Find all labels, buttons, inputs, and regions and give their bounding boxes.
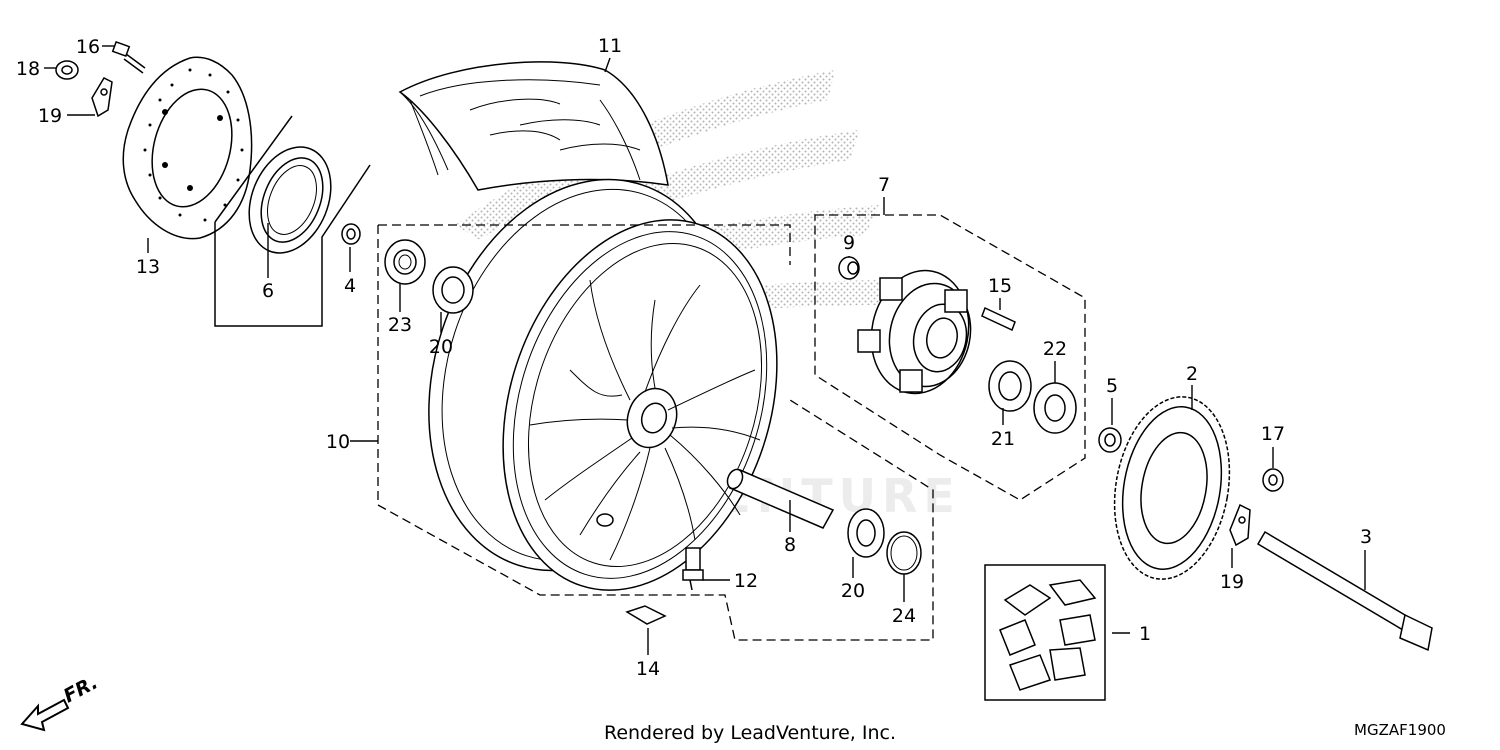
bracket-19-left [91, 77, 113, 118]
balance-weight-14 [625, 605, 667, 625]
hub-7 [857, 269, 972, 395]
tire [398, 61, 669, 191]
part-label-23: 23 [388, 314, 412, 336]
part-label-24: 24 [892, 605, 916, 627]
part-label-12: 12 [734, 570, 758, 592]
part-label-2: 2 [1186, 363, 1198, 385]
axle-3 [1256, 530, 1433, 652]
diagram-code: MGZAF1900 [1354, 721, 1446, 739]
seal-6 [248, 146, 332, 254]
valve-12 [682, 547, 704, 591]
damper-rubber-1 [999, 579, 1097, 691]
nut-17 [1262, 468, 1284, 492]
bearing-21 [988, 360, 1032, 412]
part-label-13: 13 [136, 256, 160, 278]
part-number-labels: 1 2 3 4 5 6 7 8 9 10 11 12 13 14 15 16 1… [16, 35, 1372, 680]
collar-5 [1098, 427, 1122, 453]
bearing-23 [384, 239, 426, 285]
part-label-20-lower: 20 [841, 580, 865, 602]
damper-group-box [984, 564, 1106, 701]
part-label-6: 6 [262, 280, 274, 302]
seal-group-box [214, 115, 371, 327]
wheel [428, 178, 778, 591]
bolt-16 [111, 40, 146, 74]
leader-lines [44, 45, 1366, 655]
part-label-22: 22 [1043, 338, 1067, 360]
part-label-15: 15 [988, 275, 1012, 297]
part-label-19-left: 19 [38, 105, 62, 127]
part-label-14: 14 [636, 658, 660, 680]
spacer-8 [726, 468, 835, 529]
hub-group-box [814, 214, 1086, 501]
brake-disc [122, 56, 253, 240]
part-label-7: 7 [878, 174, 890, 196]
part-label-10: 10 [326, 431, 350, 453]
part-label-5: 5 [1106, 375, 1118, 397]
wheel-group-box [377, 224, 934, 641]
part-label-11: 11 [598, 35, 622, 57]
part-label-18: 18 [16, 58, 40, 80]
part-label-17: 17 [1261, 423, 1285, 445]
part-label-21: 21 [991, 428, 1015, 450]
part-label-20-upper: 20 [429, 336, 453, 358]
part-label-8: 8 [784, 534, 796, 556]
part-label-4: 4 [344, 275, 356, 297]
collar-9 [838, 256, 860, 280]
sprocket-2 [1113, 396, 1231, 580]
bearing-20-lower [847, 508, 885, 558]
part-label-9: 9 [843, 232, 855, 254]
stud-15 [981, 306, 1016, 332]
brake-disc-holes [143, 68, 244, 222]
part-label-16: 16 [76, 36, 100, 58]
bearing-22 [1033, 382, 1077, 434]
nut-18 [55, 60, 79, 80]
part-label-1: 1 [1139, 623, 1151, 645]
collar-4 [341, 223, 361, 245]
part-label-19-right: 19 [1220, 571, 1244, 593]
bracket-19-right [1229, 503, 1251, 547]
direction-label: FR. [60, 671, 101, 707]
o-ring-24 [886, 531, 922, 575]
footer-credit: Rendered by LeadVenture, Inc. [604, 722, 896, 744]
bearing-20-upper [432, 266, 474, 314]
part-label-3: 3 [1360, 526, 1372, 548]
front-direction-arrow-icon [20, 698, 70, 732]
